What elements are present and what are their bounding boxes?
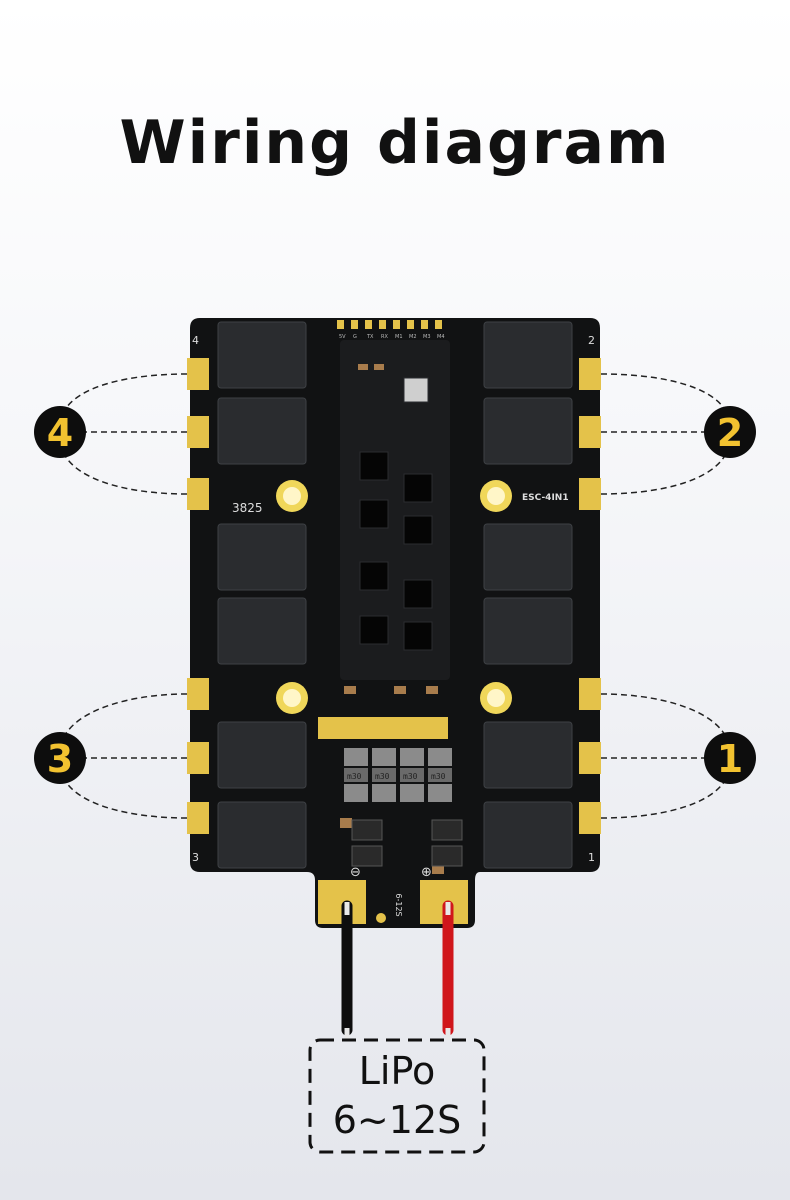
battery-box	[308, 1038, 486, 1154]
page-title: Wiring diagram	[119, 108, 671, 178]
capacitor-label: m30	[347, 772, 362, 781]
voltage-pad	[376, 913, 386, 923]
motor-callout-1: 1	[704, 732, 756, 784]
pin-label: M1	[395, 334, 403, 340]
model-label: 3825	[232, 501, 263, 515]
negative-symbol: ⊖	[350, 865, 361, 880]
capacitor-labels: m30 m30 m30 m30	[347, 772, 446, 781]
capacitor-label: m30	[431, 772, 446, 781]
motor-callout-2: 2	[704, 406, 756, 458]
mosfet-array	[217, 321, 573, 869]
capacitor-bank	[344, 748, 452, 802]
pin-label: TX	[366, 334, 374, 340]
motor-pads	[187, 358, 601, 834]
battery-type: LiPo	[359, 1049, 436, 1093]
capacitor-label: m30	[403, 772, 418, 781]
board-name-label: ESC-4IN1	[522, 493, 569, 503]
pin-label: 5V	[339, 334, 346, 340]
smd-components	[340, 364, 444, 874]
pin-label: RX	[381, 334, 388, 340]
driver-chips	[359, 377, 433, 651]
corner-label-bottom-left: 3	[192, 851, 199, 864]
motor-callout-3: 3	[34, 732, 86, 784]
motor-number-4: 4	[47, 411, 73, 455]
diodes	[351, 819, 463, 867]
corner-label-bottom-right: 1	[588, 851, 595, 864]
voltage-label: 6-12S	[394, 893, 403, 916]
signal-pads	[337, 320, 442, 329]
motor-number-1: 1	[717, 737, 743, 781]
motor-number-3: 3	[47, 737, 73, 781]
mounting-holes	[276, 480, 512, 714]
motor-number-2: 2	[717, 411, 743, 455]
signal-pin-labels: 5V G TX RX M1 M2 M3 M4	[339, 334, 445, 340]
gold-strip	[318, 717, 448, 739]
battery-cells: 6~12S	[333, 1098, 462, 1142]
motor-callout-4: 4	[34, 406, 86, 458]
pin-label: M3	[423, 334, 431, 340]
corner-label-top-right: 2	[588, 334, 595, 347]
pin-label: M4	[437, 334, 445, 340]
capacitor-label: m30	[375, 772, 390, 781]
center-chip-area	[340, 340, 450, 680]
positive-symbol: ⊕	[421, 865, 432, 880]
pin-label: G	[353, 334, 357, 340]
pin-label: M2	[409, 334, 417, 340]
corner-label-top-left: 4	[192, 334, 199, 347]
